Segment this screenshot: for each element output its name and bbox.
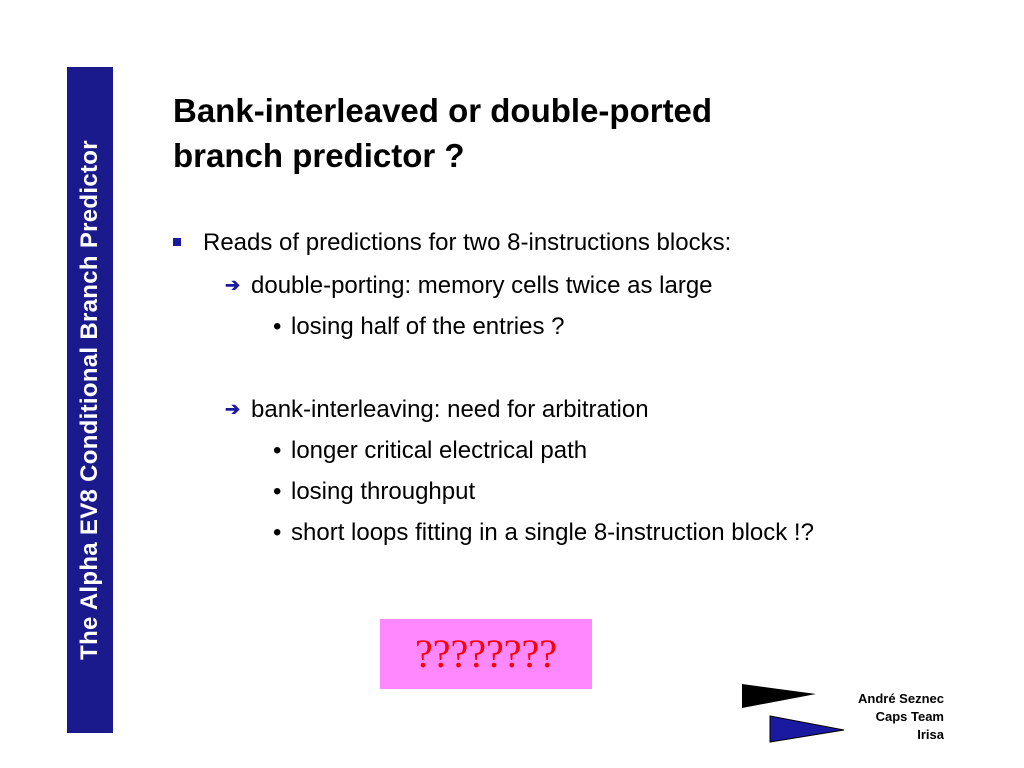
slide-title-line-2: branch predictor ? [173, 137, 465, 174]
arrow-bullet-icon: ➔ [225, 399, 241, 419]
dot-bullet-icon: • [273, 519, 282, 546]
black-flag-icon [742, 684, 816, 708]
bullet-text: double-porting: memory cells twice as la… [251, 272, 713, 299]
arrow-bullet-icon: ➔ [225, 275, 241, 295]
bullet-item: ➔ double-porting: memory cells twice as l… [225, 270, 713, 301]
bullet-text: bank-interleaving: need for arbitration [251, 396, 649, 423]
bullet-item: • losing half of the entries ? [273, 312, 565, 342]
bullet-item: • longer critical electrical path [273, 436, 587, 466]
bullet-text: Reads of predictions for two 8-instructi… [203, 229, 732, 256]
slide-title: Bank-interleaved or double-ported branch… [173, 88, 712, 178]
irisa-flags-logo-icon [742, 684, 845, 743]
author-org: Irisa [917, 727, 944, 742]
bullet-text: short loops fitting in a single 8-instru… [291, 519, 814, 546]
bullet-item: • short loops fitting in a single 8-instr… [273, 518, 814, 548]
bullet-item: • losing throughput [273, 477, 475, 507]
bullet-text: losing throughput [291, 478, 476, 505]
dot-bullet-icon: • [273, 478, 282, 505]
bullet-text: longer critical electrical path [291, 437, 588, 464]
author-team: Caps Team [875, 709, 944, 724]
dot-bullet-icon: • [273, 313, 282, 340]
blue-flag-icon [769, 715, 845, 743]
author-name: André Seznec [858, 691, 944, 706]
bullet-item: ➔ bank-interleaving: need for arbitration [225, 394, 649, 425]
bullet-text: losing half of the entries ? [291, 313, 565, 340]
question-marks-box: ???????? [380, 619, 592, 689]
sidebar-title: The Alpha EV8 Conditional Branch Predict… [76, 140, 103, 660]
slide-title-line-1: Bank-interleaved or double-ported [173, 92, 713, 129]
author-block: André Seznec Caps Team Irisa [858, 690, 944, 744]
sidebar-band [67, 67, 113, 733]
dot-bullet-icon: • [273, 437, 282, 464]
square-bullet-icon [173, 238, 181, 246]
bullet-item: Reads of predictions for two 8-instructi… [173, 228, 731, 258]
